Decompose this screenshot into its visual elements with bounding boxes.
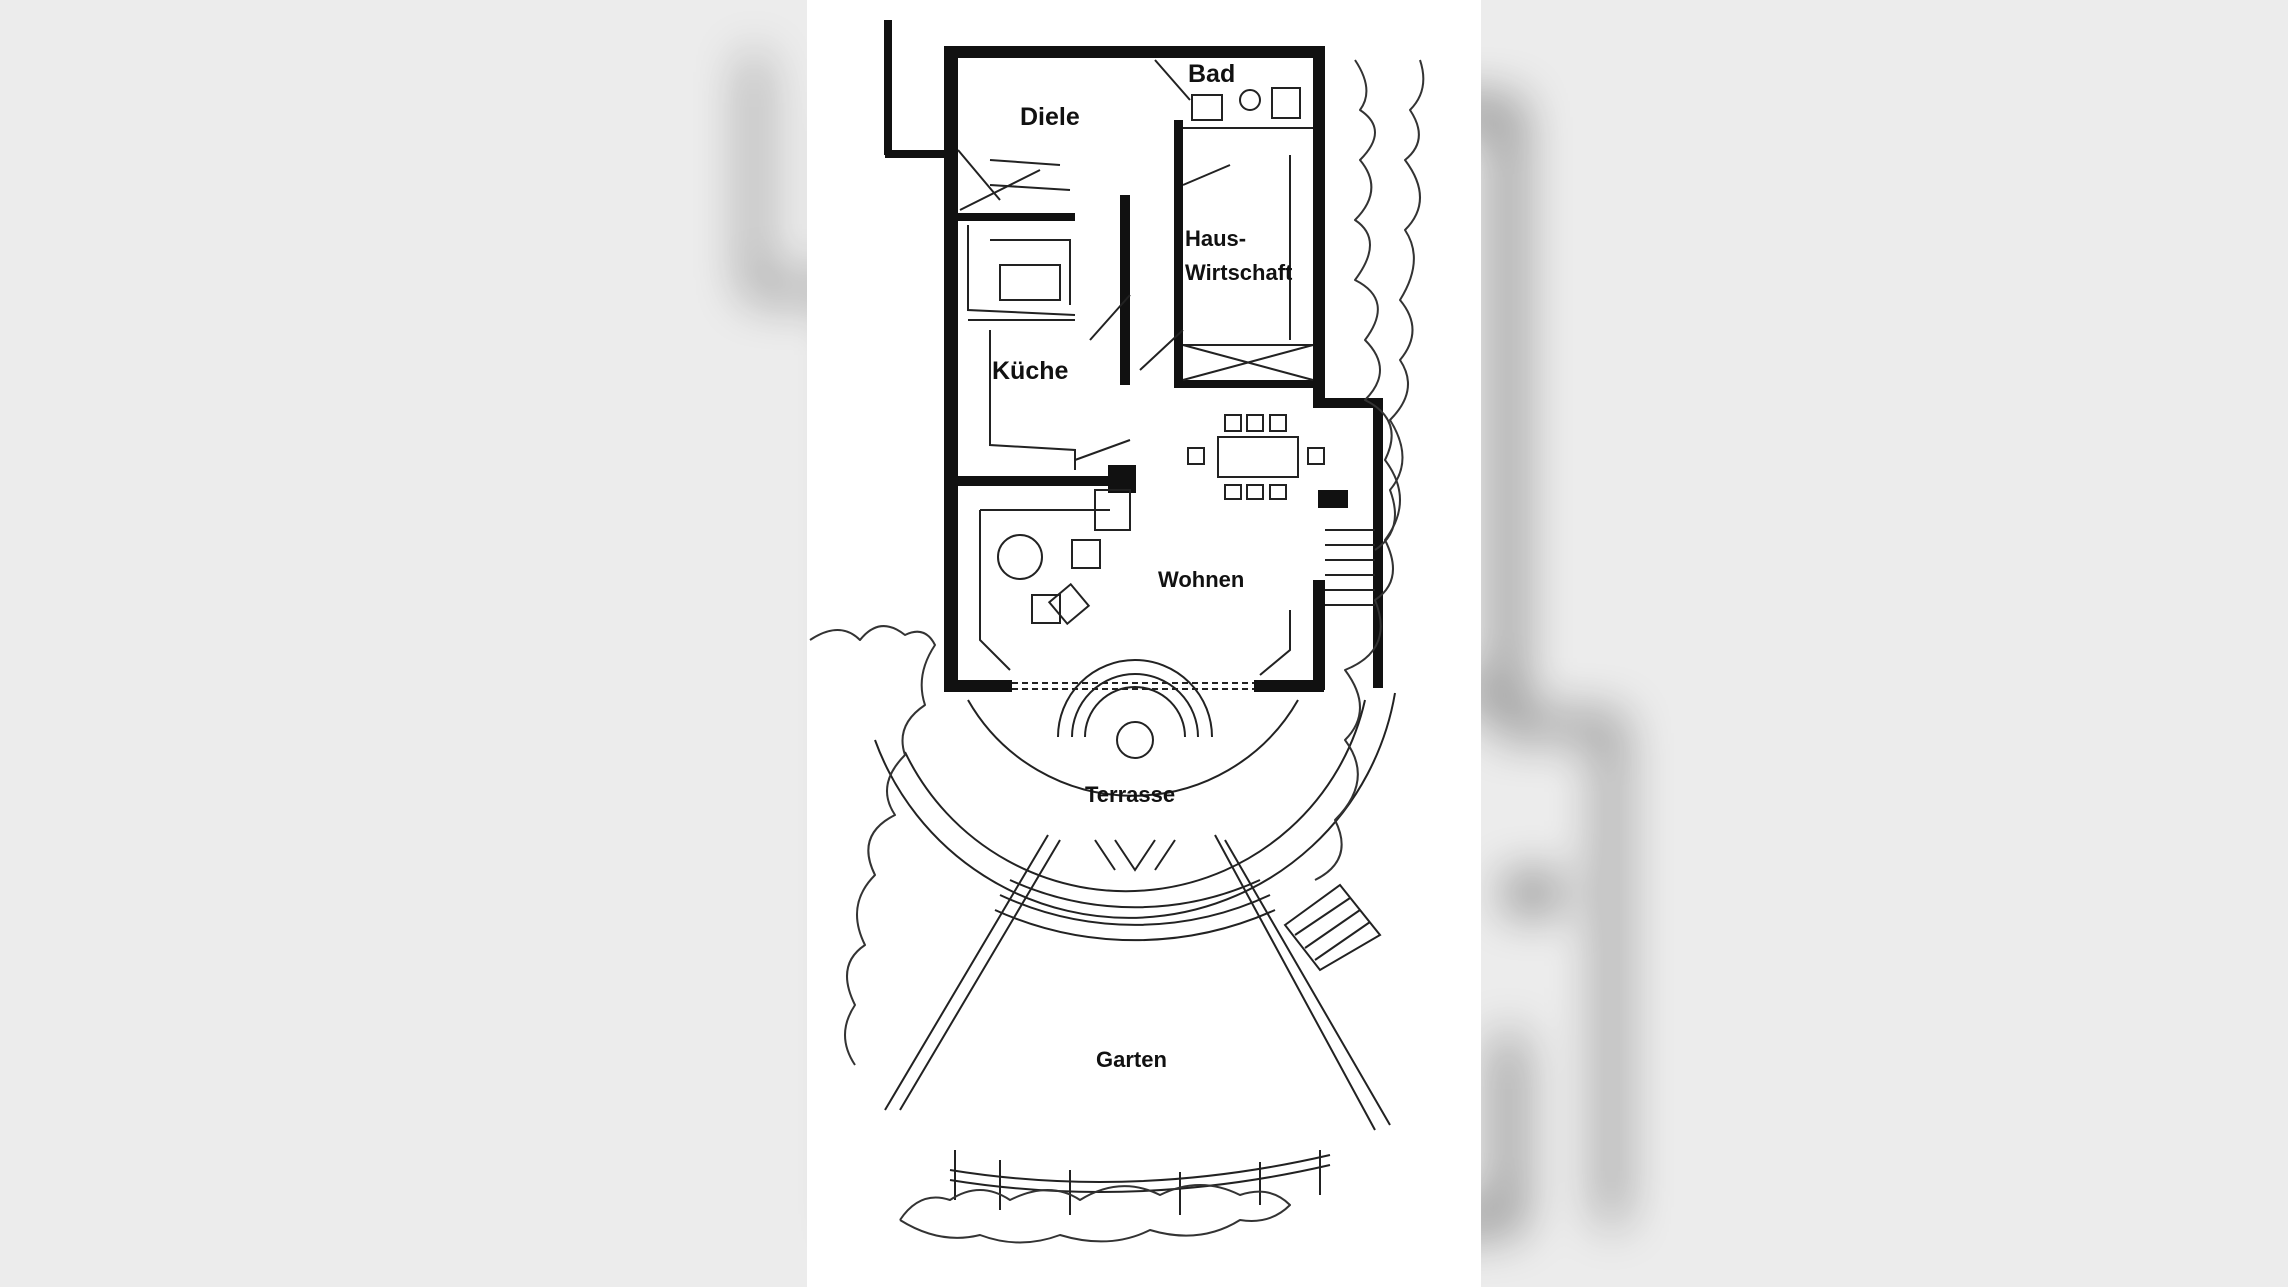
- plan-paper: [807, 0, 1481, 1287]
- room-label-bad: Bad: [1188, 60, 1235, 88]
- room-label-wirtschaft: Wirtschaft: [1185, 260, 1293, 285]
- room-label-terrasse: Terrasse: [1085, 782, 1175, 807]
- room-label-wohnen: Wohnen: [1158, 567, 1244, 592]
- room-labels: Bad Diele Haus- Wirtschaft Küche Wohnen …: [992, 60, 1293, 1072]
- garden-vegetation: [809, 59, 1425, 1244]
- fixtures: [874, 59, 1396, 1215]
- room-label-kueche: Küche: [992, 357, 1069, 385]
- room-label-diele: Diele: [1020, 103, 1080, 131]
- room-label-garten: Garten: [1096, 1047, 1167, 1072]
- room-label-haus: Haus-: [1185, 226, 1246, 251]
